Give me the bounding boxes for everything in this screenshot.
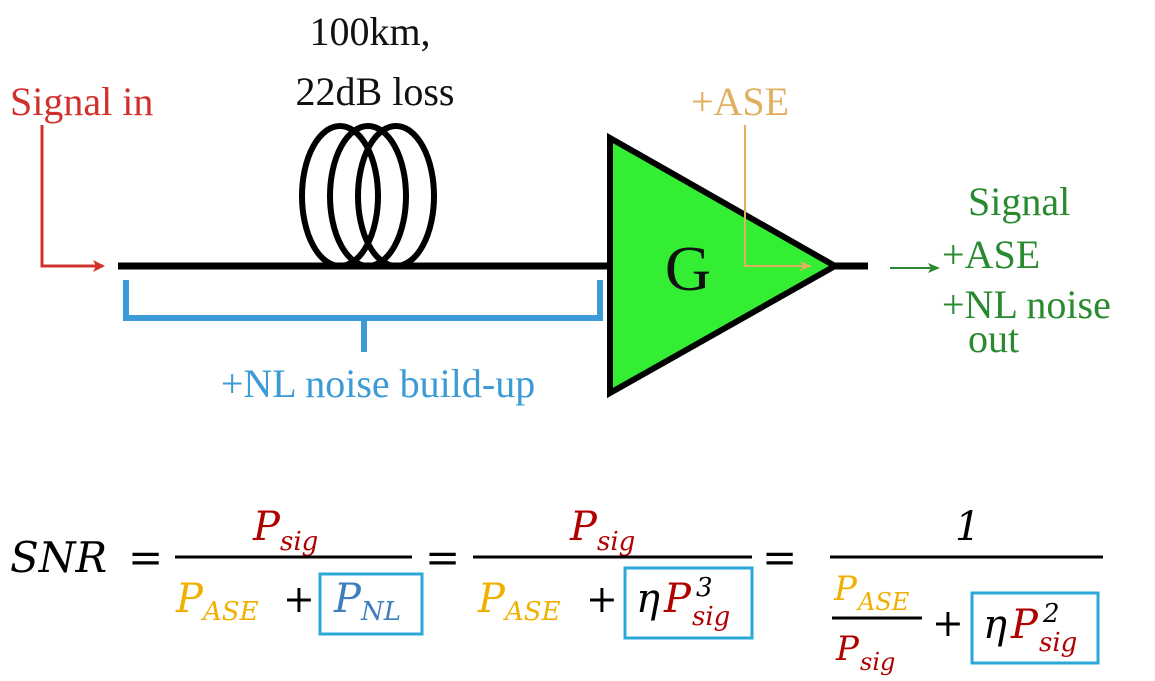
frac2-ase-P: P [477,576,506,622]
frac2-num-sub: sig [597,527,635,557]
signal-in-arrow [40,125,105,272]
equals-sign-2: = [425,533,460,582]
snr-symbol: SNR [10,533,107,582]
equals-sign-3: = [762,533,797,582]
fiber-loss-label: 22dB loss [296,69,455,114]
amplifier-triangle [607,132,842,399]
frac2-exp: 3 [696,573,713,603]
output-out-label: out [968,316,1019,361]
frac1-nl-P: P [333,576,362,622]
frac3-ase-P: P [833,569,858,609]
frac1-plus: + [283,577,315,621]
frac2-nl-sub: sig [692,602,730,632]
frac1-num-P: P [252,504,281,550]
frac2-ase-sub: ASE [503,597,561,627]
frac3-nl-sub: sig [1039,628,1077,658]
fraction-2: P sig P ASE + η P 3 sig [473,504,754,640]
frac3-sig-sub: sig [860,648,895,676]
amplifier-gain-label: G [665,233,711,304]
ase-arrow [744,125,812,271]
frac3-ase-sub: ASE [856,588,910,616]
fiber-coil-icon [299,123,437,269]
snr-equation: SNR = P sig P ASE + P NL = P sig P ASE +… [10,504,1103,676]
frac3-plus: + [932,601,964,645]
output-signal-label: Signal [968,179,1070,224]
frac2-plus: + [586,577,618,621]
frac2-nl-P: P [663,576,692,622]
frac2-nl-box [623,566,754,640]
fraction-3: 1 P ASE P sig + η P 2 sig [830,504,1103,676]
output-nl-label: +NL noise [942,282,1111,327]
frac3-eta: η [983,602,1007,648]
frac2-eta: η [636,576,660,622]
frac3-sig-P: P [835,629,860,669]
frac1-ase-P: P [175,576,204,622]
frac3-exp: 2 [1042,599,1060,629]
frac1-nl-sub: NL [360,597,401,627]
frac1-num-sub: sig [280,527,318,557]
frac2-num-P: P [569,504,598,550]
frac3-numerator: 1 [955,504,980,550]
frac3-nl-box [970,591,1100,665]
nl-bracket [123,280,603,352]
frac3-nl-P: P [1010,602,1039,648]
frac1-ase-sub: ASE [201,597,259,627]
fraction-1: P sig P ASE + P NL [175,504,424,636]
nl-buildup-label: +NL noise build-up [221,361,535,406]
signal-in-label: Signal in [10,79,153,124]
output-ase-label: +ASE [942,232,1040,277]
fiber-length-label: 100km, [309,9,430,54]
ase-label: +ASE [691,79,789,124]
equals-sign-1: = [128,533,163,582]
frac1-nl-box [318,572,424,636]
